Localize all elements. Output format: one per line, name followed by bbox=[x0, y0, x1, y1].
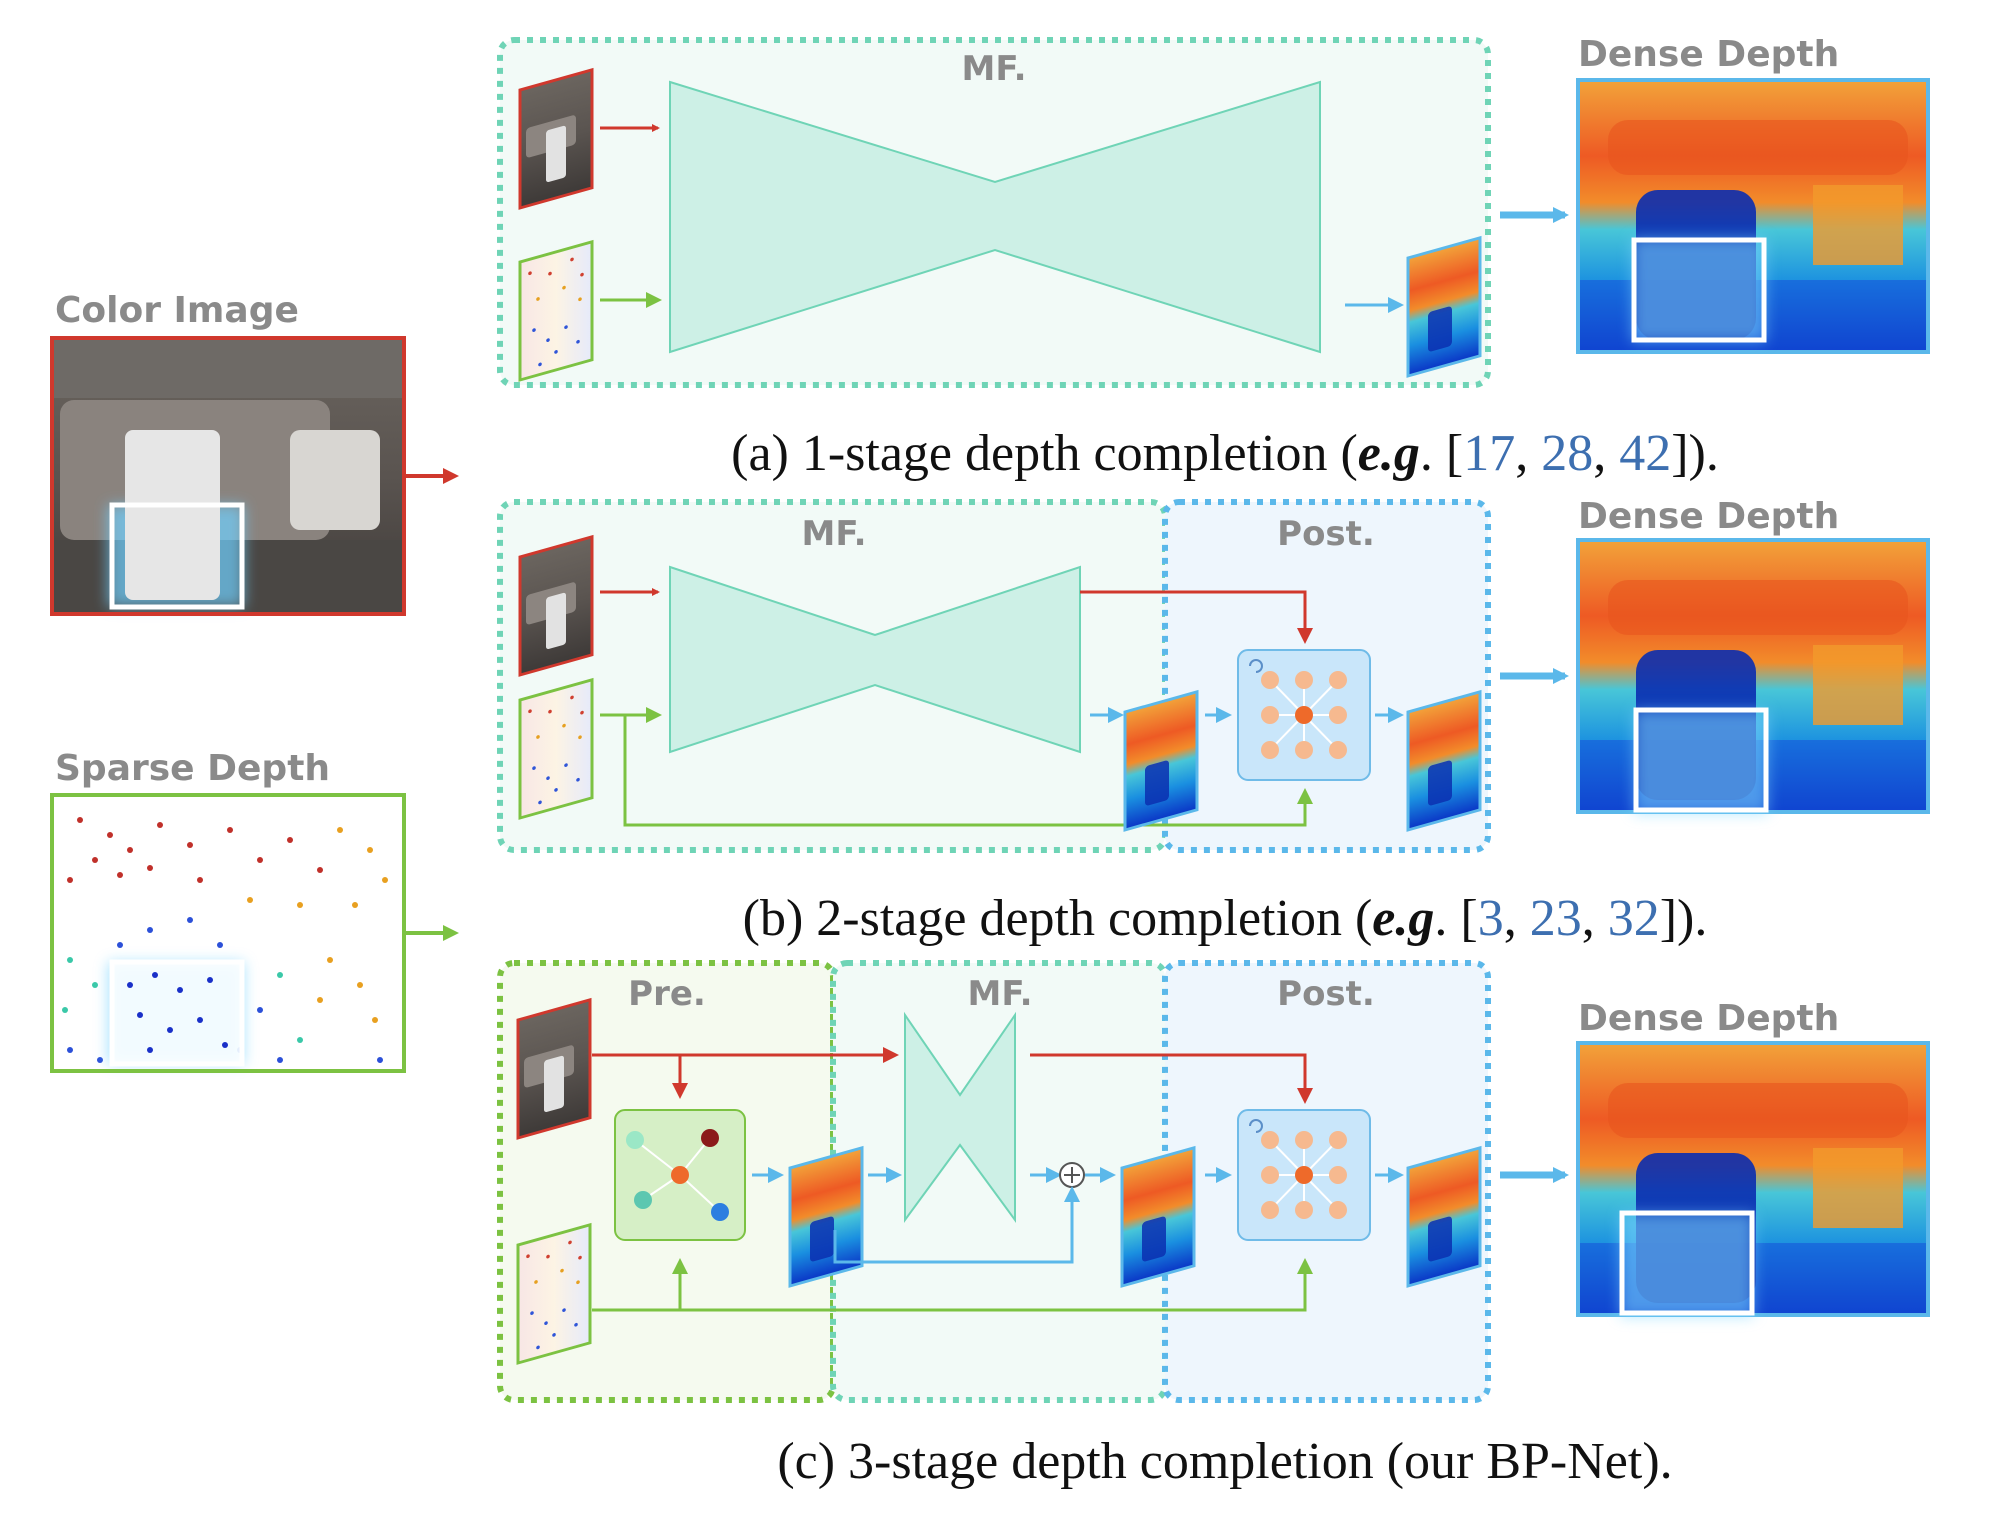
post-label-c: Post. bbox=[1277, 974, 1375, 1014]
dense-depth-label-a: Dense Depth bbox=[1578, 34, 1839, 75]
pre-label-c: Pre. bbox=[628, 974, 706, 1014]
encoder-decoder-c bbox=[904, 1011, 1016, 1224]
encoder-decoder-b bbox=[669, 565, 1081, 754]
encoder-decoder-a bbox=[669, 80, 1321, 354]
color-thumb-c bbox=[516, 998, 592, 1140]
dense-depth-output-a bbox=[1576, 78, 1930, 354]
row-b: MF. Post. bbox=[497, 499, 1569, 853]
sparse-thumb-c bbox=[516, 1223, 592, 1365]
color-thumb-b bbox=[518, 535, 594, 677]
sparse-thumb-a bbox=[518, 240, 594, 382]
caption-b: (b) 2-stage depth completion (e.g. [3, 2… bbox=[743, 890, 1708, 947]
sparse-thumb-b bbox=[518, 678, 594, 820]
post-propagation-box-b bbox=[1237, 649, 1371, 781]
color-image-label: Color Image bbox=[55, 290, 299, 331]
depth-thumb-c3 bbox=[1406, 1146, 1482, 1288]
depth-thumb-c2 bbox=[1120, 1146, 1196, 1288]
row-a: MF. bbox=[497, 37, 1569, 388]
dense-depth-label-b: Dense Depth bbox=[1578, 496, 1839, 537]
dense-depth-label-c: Dense Depth bbox=[1578, 998, 1839, 1039]
caption-c: (c) 3-stage depth completion (our BP-Net… bbox=[777, 1433, 1672, 1490]
post-label-b: Post. bbox=[1277, 514, 1375, 554]
color-image bbox=[50, 336, 406, 616]
post-propagation-box-c bbox=[1237, 1109, 1371, 1241]
sparse-depth-label: Sparse Depth bbox=[55, 748, 330, 789]
mf-label-b: MF. bbox=[802, 514, 867, 554]
depth-thumb-b2 bbox=[1406, 690, 1482, 832]
pre-propagation-box-c bbox=[614, 1109, 746, 1241]
depth-thumb-a bbox=[1406, 236, 1482, 378]
dense-depth-output-b bbox=[1576, 538, 1930, 814]
add-operator-icon bbox=[1059, 1162, 1085, 1188]
dense-depth-output-c bbox=[1576, 1041, 1930, 1317]
caption-a: (a) 1-stage depth completion (e.g. [17, … bbox=[731, 425, 1719, 482]
sparse-depth-image bbox=[50, 793, 406, 1073]
row-c: Pre. MF. Post. bbox=[497, 960, 1569, 1403]
depth-thumb-b1 bbox=[1123, 690, 1199, 832]
depth-thumb-c1 bbox=[788, 1146, 864, 1288]
color-thumb-a bbox=[518, 68, 594, 210]
mf-label-a: MF. bbox=[962, 49, 1027, 89]
mf-label-c: MF. bbox=[968, 974, 1033, 1014]
